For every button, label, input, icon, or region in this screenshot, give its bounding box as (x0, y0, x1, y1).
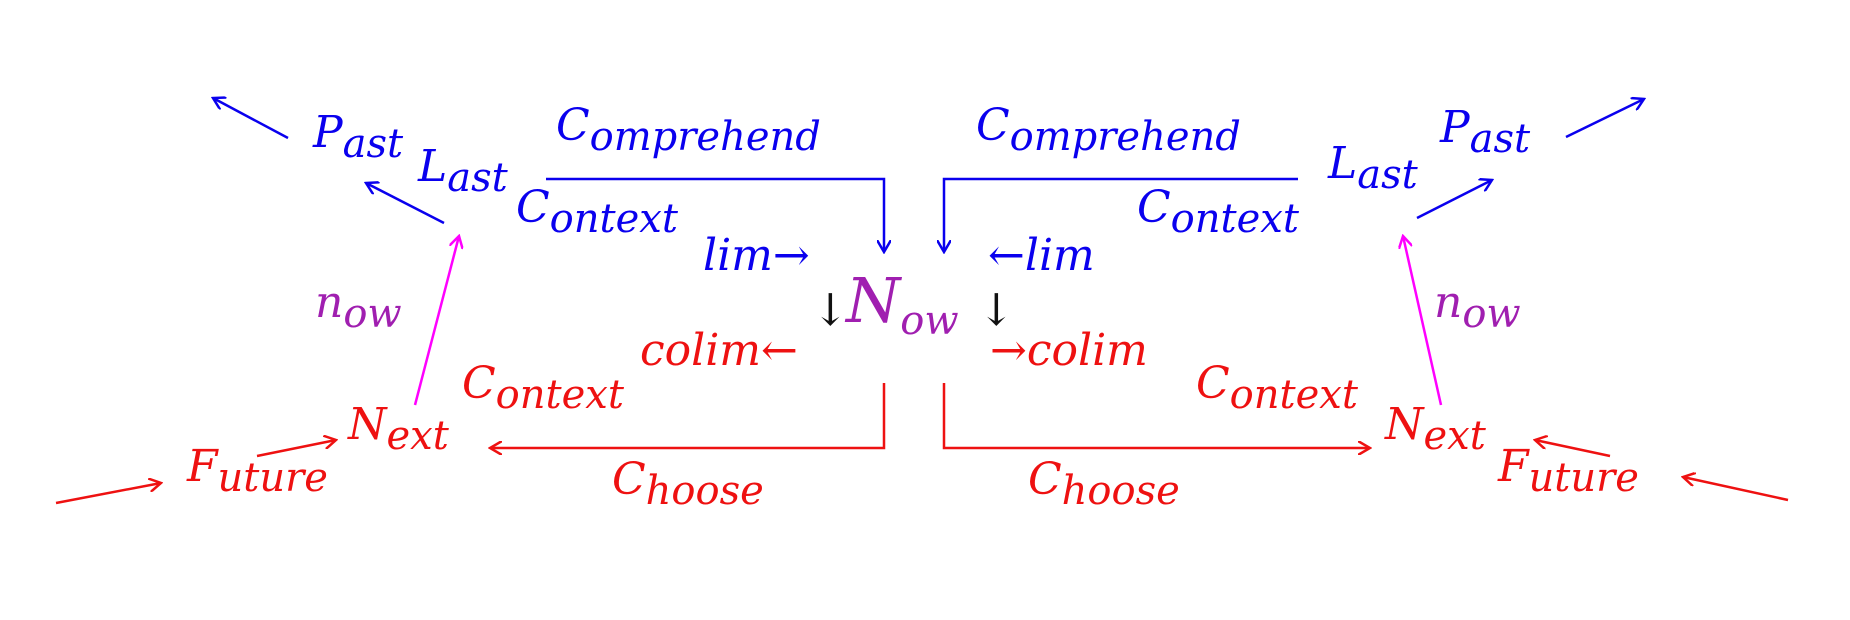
down-arrow-left: ↓ (812, 285, 849, 336)
label-past-left: Past (312, 107, 404, 167)
label-choose-right: Choose (1028, 454, 1180, 514)
label-lim-right: ←lim (988, 230, 1095, 281)
arrow-comprehend-to-now-right (944, 177, 1298, 252)
label-context-top-left: Context (516, 182, 679, 242)
label-colim-left: colim← (640, 325, 798, 376)
label-lim-left: lim→ (703, 230, 810, 281)
arrow-past-outward-right (1565, 99, 1644, 139)
label-context-top-right: Context (1137, 182, 1300, 242)
label-future-right: Future (1497, 441, 1639, 501)
label-context-bottom-right: Context (1196, 358, 1359, 418)
arrow-last-to-past-right (1416, 180, 1492, 220)
arrow-incoming-future-right (1683, 477, 1789, 502)
arrow-now-to-choose-left (490, 383, 886, 448)
label-now-center: Now (844, 264, 959, 344)
label-next-right: Next (1384, 399, 1487, 459)
arrow-past-outward-left (213, 98, 289, 140)
label-now-small-left: now (315, 277, 402, 337)
label-next-left: Next (347, 399, 450, 459)
arrow-now-to-choose-right (942, 383, 1370, 448)
label-comprehend-right: Comprehend (976, 100, 1241, 160)
down-arrow-right: ↓ (978, 285, 1015, 336)
arrow-comprehend-to-now-left (546, 177, 884, 252)
label-context-bottom-left: Context (462, 358, 625, 418)
arrow-incoming-future-left (55, 483, 161, 505)
arrow-next-to-last-left (413, 236, 459, 406)
label-colim-right: →colim (990, 325, 1148, 376)
label-past-right: Past (1439, 102, 1531, 162)
label-comprehend-left: Comprehend (556, 100, 821, 160)
label-now-small-right: now (1434, 277, 1521, 337)
arrow-future-to-next-right (1535, 440, 1611, 458)
label-future-left: Future (186, 441, 328, 501)
label-choose-left: Choose (612, 454, 764, 514)
label-last-right: Last (1327, 138, 1419, 198)
arrow-future-to-next-left (256, 440, 336, 458)
label-last-left: Last (417, 141, 509, 201)
arrow-next-to-last-right (1403, 236, 1443, 406)
arrow-last-to-past-left (366, 183, 445, 225)
